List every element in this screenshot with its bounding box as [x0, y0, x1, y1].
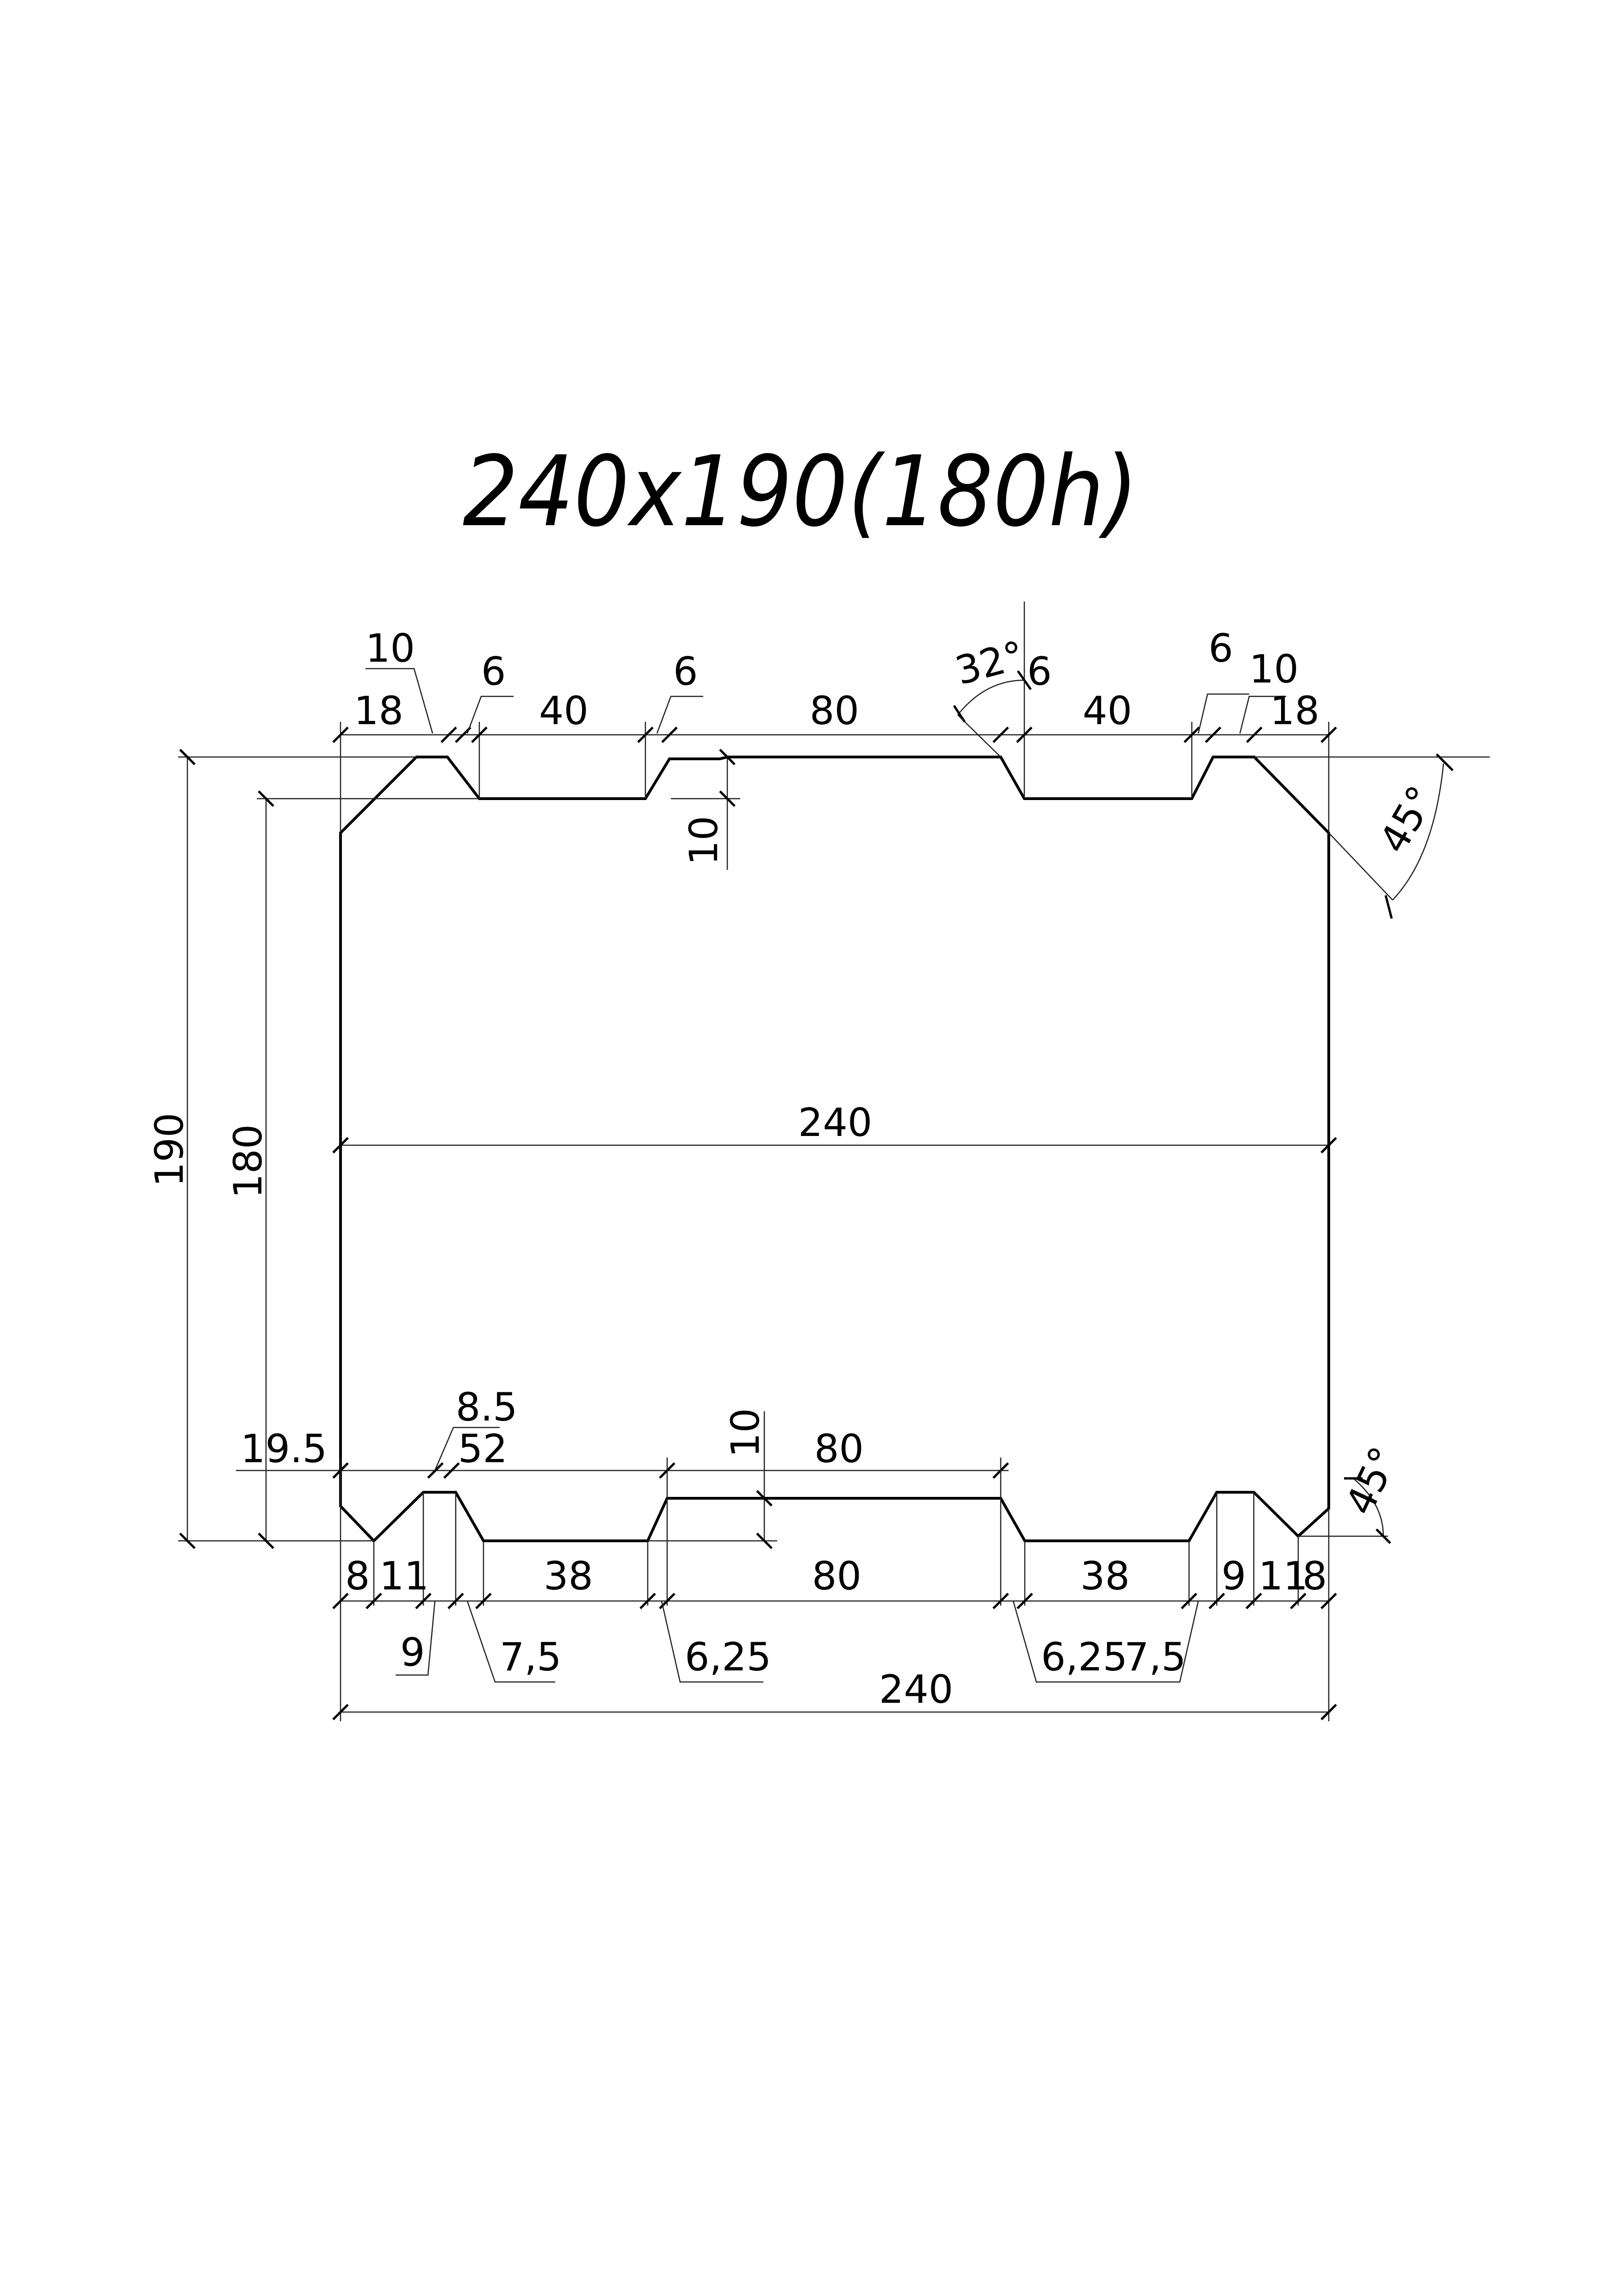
dim-b-38a: 38 [544, 1553, 593, 1599]
dim-bottom-chain [332, 1492, 1337, 1721]
drawing-title: 240x190(180h) [463, 435, 1138, 548]
dim-top-80: 80 [810, 688, 859, 733]
dim-180: 180 [225, 1124, 271, 1198]
dim-top-6d: 6 [1208, 626, 1233, 671]
dim-angle-45-top: 45° [1254, 753, 1490, 919]
dim-b-38b: 38 [1080, 1553, 1130, 1599]
dim-bot-80-upper: 80 [814, 1426, 864, 1471]
dim-height-190: 190 [147, 749, 416, 1549]
dim-overall-240: 240 [879, 1667, 953, 1712]
dim-height-180: 180 [225, 790, 479, 1549]
dim-b-80: 80 [812, 1553, 861, 1599]
dim-mid-240: 240 [798, 1100, 872, 1145]
dim-top-10a: 10 [365, 626, 415, 671]
dim-b-6-25b: 6,25 [1041, 1634, 1127, 1680]
dim-b-7-5a: 7,5 [500, 1634, 562, 1680]
dim-190: 190 [147, 1113, 192, 1187]
dim-top-18b: 18 [1270, 688, 1319, 733]
dim-bot-8-5: 8.5 [456, 1384, 518, 1430]
dim-top-10-vert: 10 [681, 816, 726, 865]
dim-mid-width: 240 [332, 1100, 1337, 1154]
dim-bottom-upper [236, 1411, 1009, 1549]
dim-b-8b: 8 [1302, 1553, 1327, 1599]
dim-top-6b: 6 [673, 649, 698, 694]
dim-b-9a: 9 [400, 1630, 425, 1675]
dim-b-9b: 9 [1221, 1553, 1246, 1599]
dim-top-40b: 40 [1083, 688, 1132, 733]
dim-top-6c: 6 [1027, 649, 1052, 694]
dim-top-18a: 18 [354, 688, 403, 733]
dim-bot-52: 52 [458, 1426, 508, 1471]
dim-b-6-25a: 6,25 [685, 1634, 771, 1680]
dim-top-32deg: 32° [951, 632, 1029, 694]
dim-45-bottom: 45° [1337, 1440, 1407, 1521]
dim-b-11b: 11 [1258, 1553, 1308, 1599]
dim-top-depth-10: 10 [671, 749, 740, 870]
dim-bot-19-5: 19.5 [241, 1426, 327, 1471]
dim-top-10b: 10 [1249, 646, 1299, 692]
dim-angle-45-bottom: 45° [1298, 1440, 1407, 1544]
dim-45-top: 45° [1370, 778, 1444, 861]
dim-b-11a: 11 [379, 1553, 429, 1599]
dim-top-6a: 6 [481, 649, 506, 694]
dim-b-8a: 8 [345, 1553, 370, 1599]
dim-overall-width: 240 [332, 1667, 1337, 1720]
dim-bot-10-vert: 10 [723, 1408, 768, 1458]
dim-b-7-5b: 7,5 [1124, 1634, 1186, 1680]
dim-top-chain [332, 602, 1337, 833]
dim-top-40a: 40 [539, 688, 588, 733]
